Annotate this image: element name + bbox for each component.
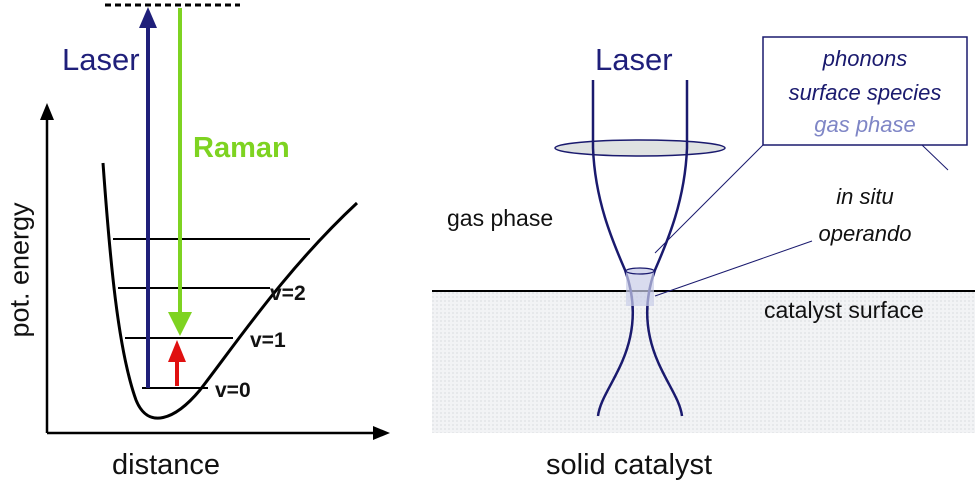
catalyst-surface-label: catalyst surface — [764, 297, 924, 323]
laser-arrowhead — [139, 7, 157, 28]
leader-box-left — [654, 144, 764, 254]
excitation-arrowhead — [168, 340, 186, 362]
laser-label-left: Laser — [62, 42, 140, 77]
catalyst-diagram — [432, 36, 975, 433]
solid-catalyst-label: solid catalyst — [546, 449, 713, 481]
level-label-v1: v=1 — [250, 329, 286, 352]
box-line-surface-species: surface species — [788, 80, 942, 105]
callout-operando: operando — [818, 221, 912, 246]
focusing-lens — [554, 139, 726, 157]
gas-phase-label: gas phase — [447, 205, 554, 231]
leader-operando — [654, 240, 813, 297]
box-line-phonons: phonons — [822, 46, 908, 71]
focal-volume — [626, 271, 654, 306]
raman-label: Raman — [193, 132, 290, 164]
callout-in-situ: in situ — [836, 184, 894, 209]
level-label-v2: v=2 — [270, 282, 306, 305]
focal-volume-top — [625, 267, 655, 275]
y-axis-arrowhead — [40, 103, 54, 120]
level-label-v0: v=0 — [215, 379, 251, 402]
potential-curve — [101, 162, 359, 420]
species-callout-box — [762, 36, 968, 146]
x-axis-arrowhead — [373, 426, 390, 440]
solid-catalyst-region — [432, 291, 975, 433]
box-line-gas-phase: gas phase — [814, 112, 916, 137]
leader-box-right — [921, 144, 949, 171]
laser-label-right: Laser — [595, 42, 673, 77]
raman-arrowhead — [168, 312, 192, 336]
x-axis-label: distance — [112, 449, 221, 481]
energy-diagram — [40, 3, 390, 440]
y-axis-label: pot. energy — [4, 202, 35, 338]
